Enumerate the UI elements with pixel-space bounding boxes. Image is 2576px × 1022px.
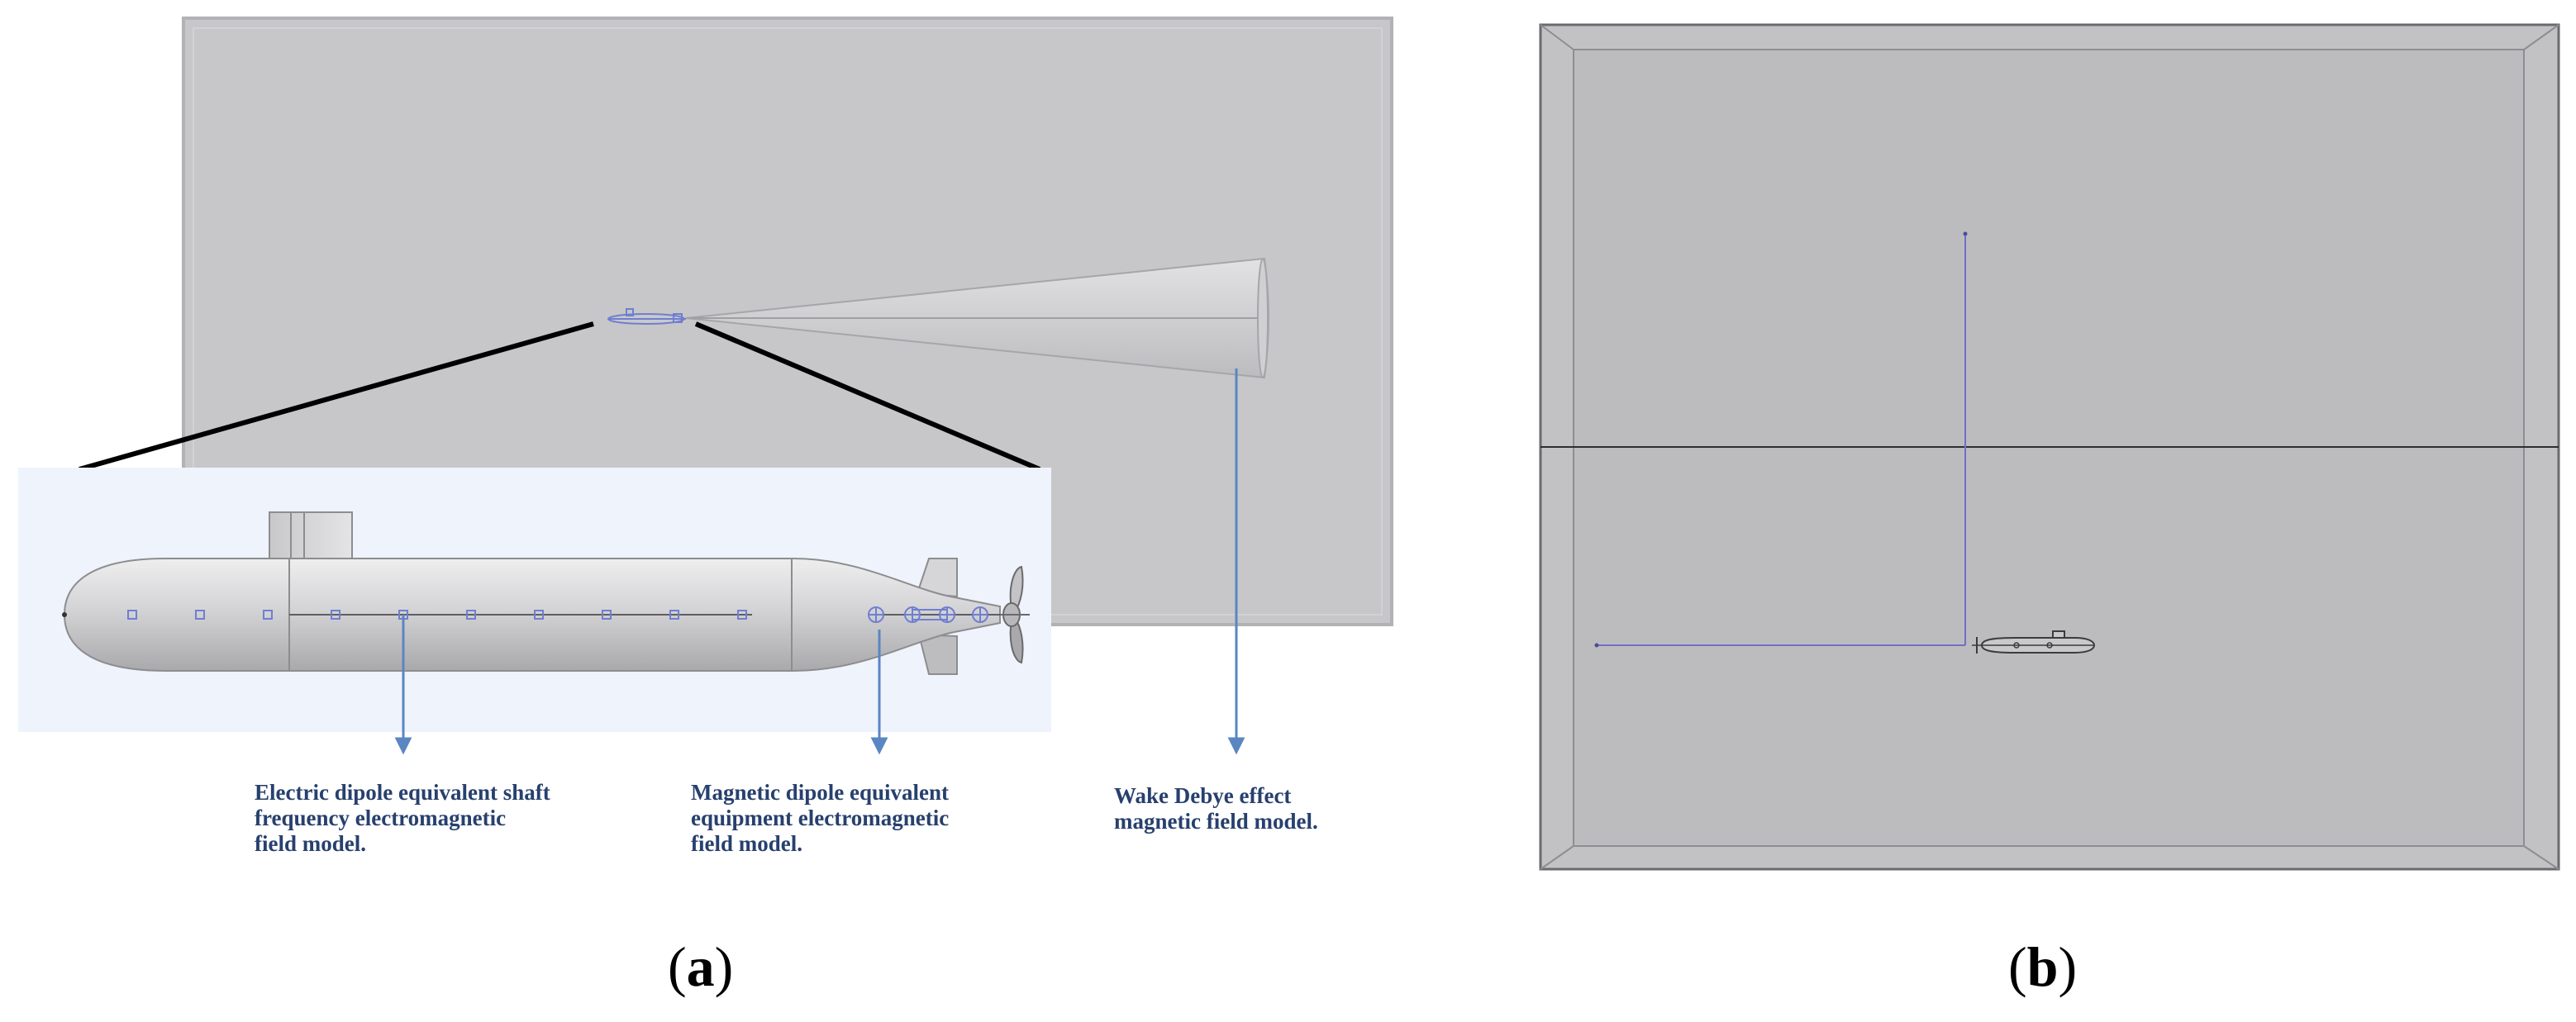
label-shaft: Electric dipole equivalent shaft frequen… bbox=[255, 780, 550, 857]
label-shaft-line-2: frequency electromagnetic bbox=[255, 806, 507, 830]
label-equipment-line-1: Magnetic dipole equivalent bbox=[691, 780, 949, 805]
caption-a: (a) bbox=[668, 935, 734, 998]
propeller bbox=[1000, 565, 1030, 664]
label-wake-line-2: magnetic field model. bbox=[1114, 809, 1318, 834]
electric-dipoles bbox=[127, 610, 747, 620]
caption-a-letter: a bbox=[686, 935, 715, 998]
label-equipment: Magnetic dipole equivalent equipment ele… bbox=[691, 780, 949, 857]
panel-b-bevels bbox=[1540, 24, 2559, 870]
panel-b bbox=[1539, 23, 2560, 871]
label-wake-line-1: Wake Debye effect bbox=[1114, 783, 1292, 808]
panel-a bbox=[18, 17, 1393, 755]
zoom-line-right bbox=[694, 321, 1041, 472]
arrows bbox=[394, 368, 1245, 755]
conning-tower bbox=[269, 511, 353, 559]
panel-b-submarine bbox=[1972, 630, 2096, 654]
label-shaft-line-1: Electric dipole equivalent shaft bbox=[255, 780, 550, 805]
small-submarine bbox=[607, 308, 686, 325]
label-equipment-line-3: field model. bbox=[691, 831, 802, 856]
label-shaft-line-3: field model. bbox=[255, 831, 366, 856]
magnetic-dipoles bbox=[868, 606, 988, 623]
wake-cone bbox=[685, 257, 1269, 379]
submarine-detail bbox=[62, 511, 1030, 675]
zoom-line-left bbox=[79, 321, 594, 472]
label-wake: Wake Debye effect magnetic field model. bbox=[1114, 783, 1318, 834]
caption-b-letter: b bbox=[2026, 935, 2059, 998]
label-equipment-line-2: equipment electromagnetic bbox=[691, 806, 950, 830]
caption-b: (b) bbox=[2008, 935, 2078, 998]
lower-fin bbox=[917, 633, 958, 675]
